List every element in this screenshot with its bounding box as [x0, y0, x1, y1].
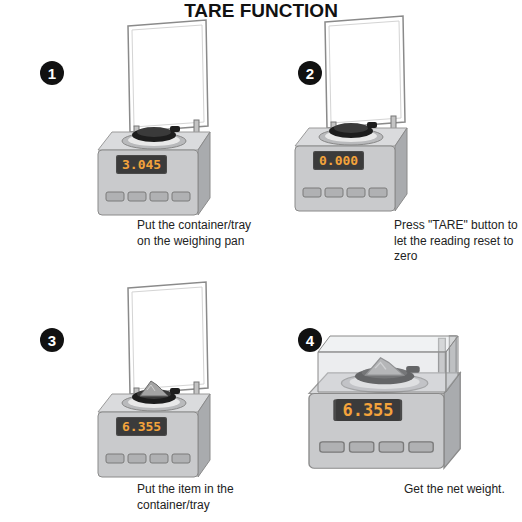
weight-reading: 0.000	[319, 153, 358, 168]
weight-display: 6.355	[117, 418, 166, 435]
weight-reading: 6.355	[342, 400, 393, 420]
title: TARE FUNCTION	[0, 0, 522, 22]
weight-reading: 6.355	[122, 419, 161, 434]
callout-number: 2	[306, 65, 314, 82]
callout-number: 1	[48, 65, 56, 82]
callout-number: 3	[48, 332, 56, 349]
step-caption: Press "TARE" button to let the reading r…	[394, 218, 518, 265]
step-caption: Put the item in the container/tray	[137, 482, 265, 513]
step-number-circle: 3	[40, 328, 64, 352]
step-number-circle: 1	[40, 61, 64, 85]
weight-display: 3.045	[117, 156, 166, 173]
closed-lid	[318, 336, 458, 392]
weight-display: 6.355	[336, 399, 400, 421]
step-number-circle: 2	[298, 61, 322, 85]
weight-reading: 3.045	[122, 157, 161, 172]
weight-display: 0.000	[314, 152, 363, 169]
step-number-circle: 4	[298, 328, 322, 352]
step-caption: Get the net weight.	[404, 482, 516, 498]
callout-number: 4	[306, 332, 314, 349]
step-caption: Put the container/tray on the weighing p…	[137, 218, 265, 249]
